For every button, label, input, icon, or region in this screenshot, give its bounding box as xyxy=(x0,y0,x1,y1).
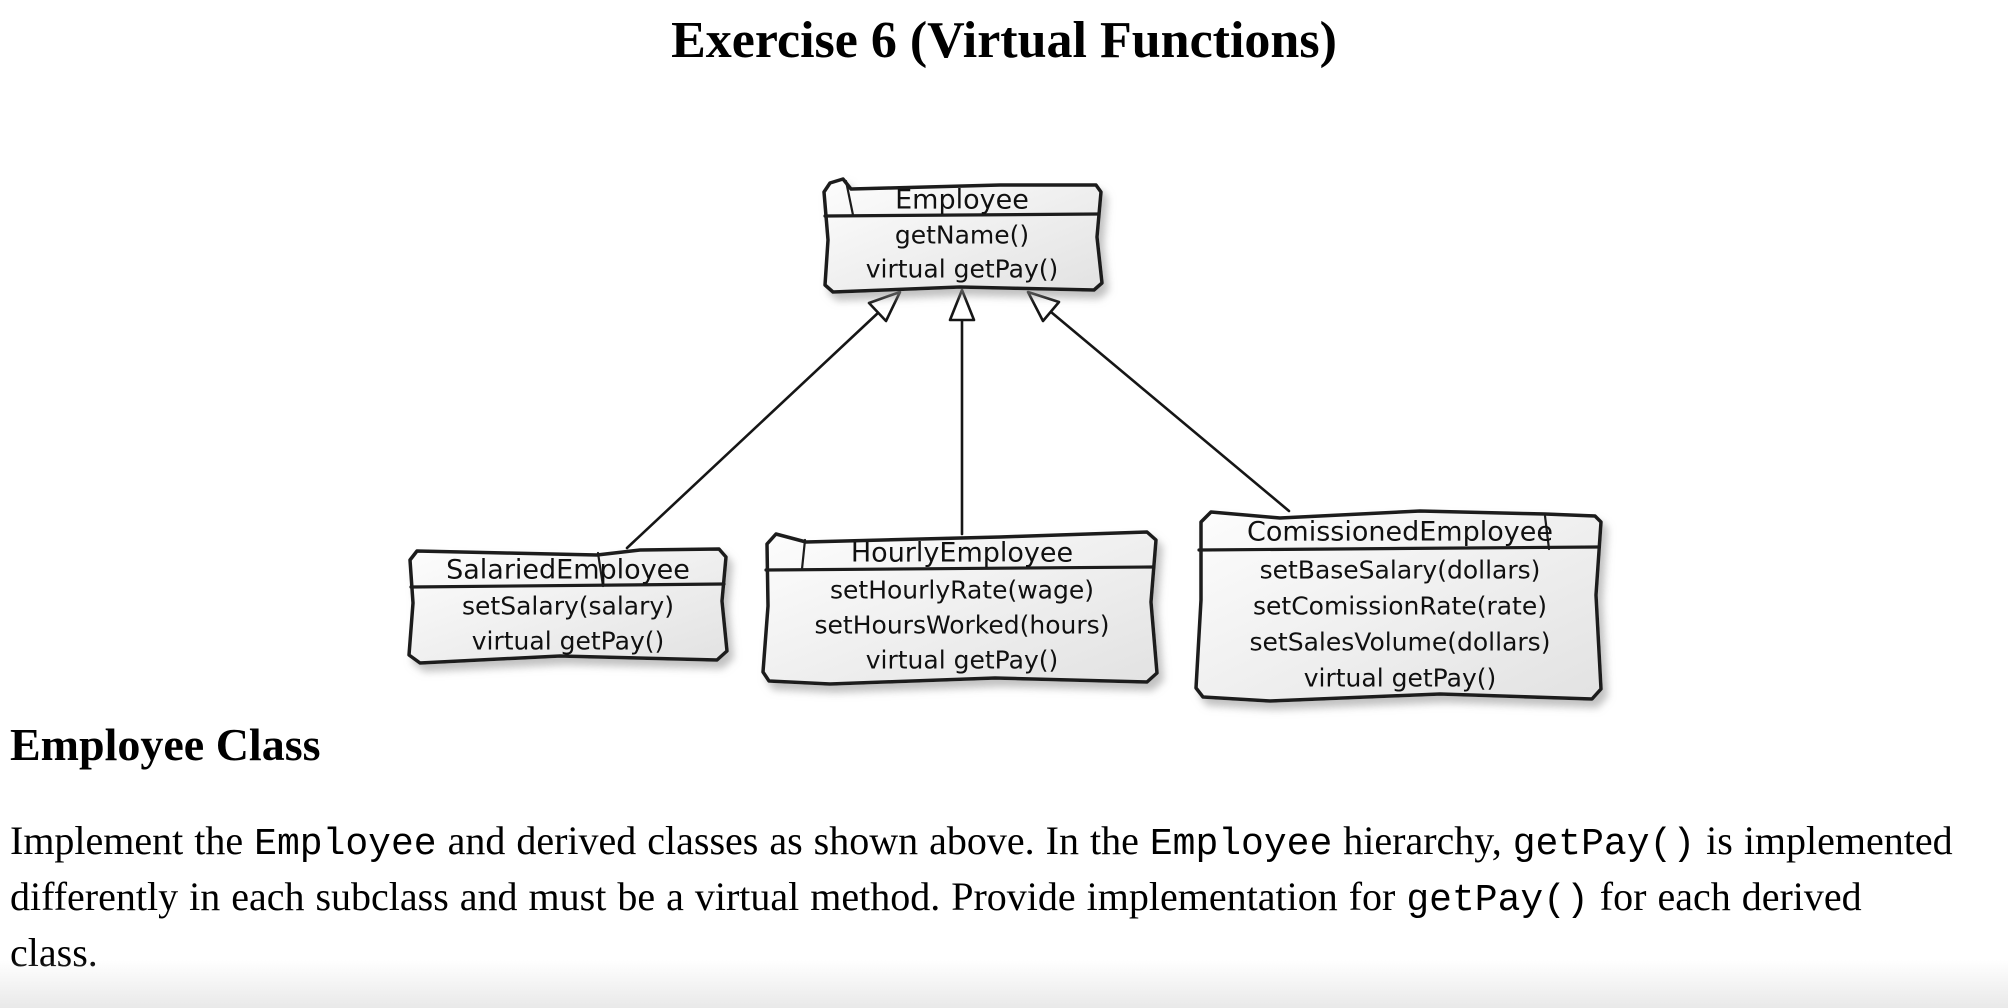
sketch-crease xyxy=(1543,514,1551,551)
class-box-employee: Employee getName() virtual getPay() xyxy=(822,177,1104,294)
class-method: setBaseSalary(dollars) xyxy=(1260,556,1541,585)
paragraph-text: is implemented differently in each subcl… xyxy=(10,818,1953,919)
class-box-hourly-employee: HourlyEmployee setHourlyRate(wage) setHo… xyxy=(761,530,1159,686)
page-title: Exercise 6 (Virtual Functions) xyxy=(671,12,1337,69)
compartment-separator xyxy=(823,212,1101,218)
class-method: virtual getPay() xyxy=(866,646,1059,675)
compartment-separator xyxy=(764,565,1155,572)
compartment-separator xyxy=(409,582,726,589)
compartment-separator xyxy=(1197,545,1600,552)
class-method: setSalesVolume(dollars) xyxy=(1250,628,1551,657)
class-method: virtual getPay() xyxy=(866,255,1059,284)
class-method: setHoursWorked(hours) xyxy=(815,611,1110,640)
inheritance-arrows xyxy=(625,288,1291,550)
class-name: ComissionedEmployee xyxy=(1247,517,1553,548)
class-method: setSalary(salary) xyxy=(462,592,674,621)
sketch-crease xyxy=(844,179,855,217)
class-box-comissioned-employee: ComissionedEmployee setBaseSalary(dollar… xyxy=(1194,509,1603,703)
generalization-arrowhead-icon xyxy=(867,290,902,323)
arrow-line xyxy=(1049,310,1291,513)
inline-code: Employee xyxy=(254,823,437,866)
arrow-hourly-to-employee xyxy=(948,288,976,536)
class-box-outline xyxy=(407,547,729,665)
class-name: HourlyEmployee xyxy=(851,538,1073,569)
generalization-arrowhead-icon xyxy=(948,288,976,322)
class-method: virtual getPay() xyxy=(472,627,665,656)
class-method: setHourlyRate(wage) xyxy=(830,576,1094,605)
paragraph-text: for each derived class. xyxy=(10,874,1862,975)
class-method: setComissionRate(rate) xyxy=(1253,592,1547,621)
class-method: getName() xyxy=(895,221,1029,250)
class-box-salaried-employee: SalariedEmployee setSalary(salary) virtu… xyxy=(407,547,729,665)
paragraph-text: Implement the xyxy=(10,818,255,863)
generalization-arrowhead-icon xyxy=(1026,290,1061,323)
class-name: SalariedEmployee xyxy=(446,555,690,586)
paragraph-text: and derived classes as shown above. In t… xyxy=(436,818,1150,863)
arrow-salaried-to-employee xyxy=(625,290,902,550)
exercise-paragraph: Implement the Employee and derived class… xyxy=(10,815,1958,979)
arrow-comissioned-to-employee xyxy=(1026,290,1291,513)
paragraph-text: hierarchy, xyxy=(1332,818,1513,863)
inline-code: getPay() xyxy=(1406,879,1589,922)
class-name: Employee xyxy=(895,185,1029,216)
arrow-line xyxy=(625,310,881,550)
class-box-outline xyxy=(1194,509,1603,703)
inline-code: Employee xyxy=(1149,823,1333,866)
inline-code: getPay() xyxy=(1512,823,1696,866)
section-heading: Employee Class xyxy=(10,719,321,770)
class-method: virtual getPay() xyxy=(1304,664,1497,693)
sketch-crease xyxy=(596,551,605,588)
sketch-crease xyxy=(800,538,807,571)
